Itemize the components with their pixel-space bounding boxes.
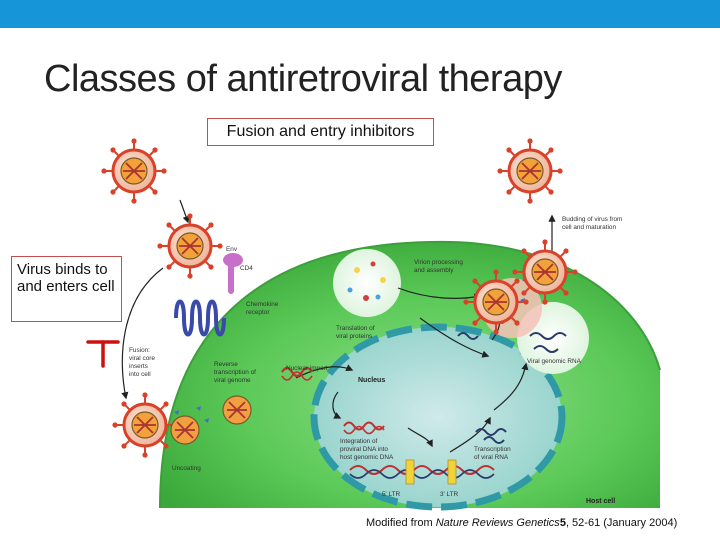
label-nuclear-import: Nuclear import <box>286 365 328 372</box>
fusing-virus <box>110 390 180 460</box>
label-cd4: CD4 <box>240 265 253 272</box>
budding-virus <box>510 237 580 307</box>
label-fusion-2: viral core <box>129 355 155 362</box>
nuclear-dna <box>343 421 385 431</box>
label-integration-3: host genomic DNA <box>340 454 394 461</box>
label-budding-2: cell and maturation <box>562 224 616 231</box>
ltr-5-marker <box>405 459 415 485</box>
label-virion-2: and assembly <box>414 267 454 274</box>
label-host-cell: Host cell <box>586 498 615 505</box>
label-translation-2: viral proteins <box>336 333 372 340</box>
label-budding-1: Budding of virus from <box>562 216 622 223</box>
label-transcription-1: Transcription <box>474 446 511 453</box>
label-env: Env <box>226 246 238 253</box>
label-rt-2: transcription of <box>214 369 256 376</box>
label-uncoating: Uncoating <box>172 465 201 472</box>
virion-assembly-vesicle <box>333 249 401 317</box>
label-fusion-1: Fusion: <box>129 347 150 354</box>
uncoated-core <box>222 395 252 425</box>
nucleus <box>314 327 562 507</box>
label-fusion-3: inserts <box>129 363 148 370</box>
virus-binding <box>155 211 225 281</box>
mature-virus <box>495 136 565 206</box>
host-genomic-dna <box>349 465 495 475</box>
credit-prefix: Modified from <box>366 517 436 529</box>
credit-volume: 5 <box>559 517 566 529</box>
label-chemokine-1: Chemokine <box>246 301 279 308</box>
cd4-receptor <box>228 262 234 294</box>
label-ltr-3: 3' LTR <box>440 491 459 498</box>
viral-core <box>170 415 200 445</box>
label-genomic-rna: Viral genomic RNA <box>527 358 582 365</box>
credit-journal: Nature Reviews Genetics <box>435 517 560 529</box>
label-rt-3: viral genome <box>214 377 251 384</box>
source-credit: Modified from Nature Reviews Genetics5, … <box>366 517 677 529</box>
label-integration-2: proviral DNA into <box>340 446 388 453</box>
label-transcription-2: of viral RNA <box>474 454 509 461</box>
label-integration-1: Integration of <box>340 438 378 445</box>
label-chemokine-2: receptor <box>246 309 270 316</box>
fusion-entry-inhibitors-callout: Fusion and entry inhibitors <box>207 118 434 146</box>
ltr-3-marker <box>447 459 457 485</box>
credit-rest: , 52-61 (January 2004) <box>565 517 678 529</box>
label-virion-1: Virion processing <box>414 259 463 266</box>
inhibitor-symbol <box>86 340 120 368</box>
label-nucleus: Nucleus <box>358 377 385 384</box>
label-fusion-4: into cell <box>129 371 151 378</box>
label-ltr-5: 5' LTR <box>382 491 401 498</box>
chemokine-receptor <box>174 299 226 337</box>
reverse-transcribed-dna <box>281 366 313 378</box>
slide-title: Classes of antiretroviral therapy <box>44 58 562 100</box>
top-accent-bar <box>0 0 720 28</box>
label-translation-1: Translation of <box>336 325 375 332</box>
label-rt-1: Reverse <box>214 361 238 368</box>
virus-particle <box>99 136 169 206</box>
virus-binds-callout: Virus binds to and enters cell <box>11 256 122 322</box>
budding-virus-2 <box>461 267 531 337</box>
